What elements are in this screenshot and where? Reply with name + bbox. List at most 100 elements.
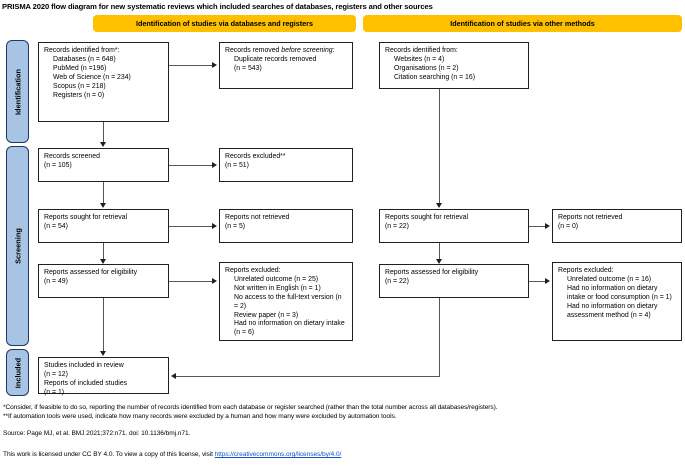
connector-identified-to-screened <box>103 122 104 142</box>
arrowhead-right <box>212 222 217 229</box>
arrowhead-down <box>435 203 442 208</box>
box-records-excluded: Records excluded** (n = 51) <box>219 148 353 182</box>
connector-other-assessed-to-included-vertical <box>439 298 440 376</box>
box-line-2: (n = 12) <box>44 370 68 378</box>
list-item: Unrelated outcome (n = 16) <box>567 275 652 283</box>
connector-other-assessed-to-reportsexcluded <box>529 281 545 282</box>
list-item: Websites (n = 4) <box>394 55 445 63</box>
list-item: No access to the full-text version (n = … <box>234 293 342 310</box>
connector-other-sought-to-assessed <box>439 243 440 259</box>
connector-identified-to-removed <box>169 65 212 66</box>
box-records-screened: Records screened (n = 105) <box>38 148 169 182</box>
arrowhead-right <box>545 277 550 284</box>
box-title: Reports sought for retrieval <box>44 214 128 221</box>
list-item: (n = 543) <box>234 64 262 72</box>
list-item: Not written in English (n = 1) <box>234 284 321 292</box>
connector-screened-to-excluded <box>169 165 212 166</box>
list-item: PubMed (n =196) <box>53 64 107 72</box>
license-link[interactable]: https://creativecommons.org/licenses/by/… <box>214 451 342 458</box>
box-reports-sought-retrieval-other: Reports sought for retrieval (n = 22) <box>379 209 529 243</box>
phase-label-screening: Screening <box>13 228 22 264</box>
box-title: Reports excluded: <box>225 267 281 274</box>
arrowhead-down <box>435 259 442 264</box>
box-studies-included-in-review: Studies included in review (n = 12) Repo… <box>38 357 169 396</box>
arrowhead-down <box>99 259 106 264</box>
section-header-other-methods: Identification of studies via other meth… <box>363 15 682 32</box>
footnote-license: This work is licensed under CC BY 4.0. T… <box>3 450 683 459</box>
box-line-4: (n = 1) <box>44 388 65 396</box>
box-reports-assessed-eligibility: Reports assessed for eligibility (n = 49… <box>38 264 169 298</box>
list-item: Had no information on dietary intake or … <box>567 284 672 301</box>
box-title: Records identified from*: <box>44 47 120 54</box>
box-reports-sought-retrieval: Reports sought for retrieval (n = 54) <box>38 209 169 243</box>
connector-assessed-to-included <box>103 298 104 351</box>
box-title: Records identified from: <box>385 47 458 54</box>
footnote-source: Source: Page MJ, et al. BMJ 2021;372:n71… <box>3 430 191 437</box>
box-count: (n = 22) <box>385 277 409 285</box>
box-records-identified-other-methods: Records identified from: Websites (n = 4… <box>379 42 529 89</box>
box-count: (n = 105) <box>44 161 72 169</box>
arrowhead-right <box>212 61 217 68</box>
phase-label-identification: Identification <box>13 68 22 115</box>
arrowhead-down <box>99 203 106 208</box>
connector-assessed-to-reportsexcluded <box>169 281 212 282</box>
box-title: Reports sought for retrieval <box>385 214 469 221</box>
connector-sought-to-assessed <box>103 243 104 259</box>
arrowhead-right <box>545 222 550 229</box>
list-item: Review paper (n = 3) <box>234 311 299 319</box>
box-line-3: Reports of included studies <box>44 379 128 387</box>
list-item: Web of Science (n = 234) <box>53 73 131 81</box>
list-item: Citation searching (n = 16) <box>394 73 476 81</box>
list-item: Databases (n = 648) <box>53 55 116 63</box>
connector-other-identified-to-sought <box>439 89 440 203</box>
connector-other-sought-to-notretrieved <box>529 226 545 227</box>
phase-label-included: Included <box>13 357 22 388</box>
list-item: Had no information on dietary intake (n … <box>234 320 345 337</box>
box-title: Reports assessed for eligibility <box>44 269 138 276</box>
list-item: Scopus (n = 218) <box>53 82 106 90</box>
box-title: Reports assessed for eligibility <box>385 269 479 276</box>
box-records-identified-databases: Records identified from*: Databases (n =… <box>38 42 169 122</box>
box-reports-excluded-detail-other: Reports excluded: Unrelated outcome (n =… <box>552 262 682 341</box>
box-count: (n = 51) <box>225 161 249 169</box>
list-item: Registers (n = 0) <box>53 91 105 99</box>
box-reports-assessed-eligibility-other: Reports assessed for eligibility (n = 22… <box>379 264 529 298</box>
box-title-italic: before screening: <box>281 47 335 54</box>
box-title: Records removed before screening: <box>225 47 347 56</box>
list-item: Had no information on dietary assessment… <box>567 302 658 319</box>
box-title: Reports excluded: <box>558 267 614 274</box>
box-title: Reports not retrieved <box>558 214 623 221</box>
box-line-1: Studies included in review <box>44 362 124 369</box>
connector-other-assessed-to-included-horizontal <box>176 376 440 377</box>
phase-bar-included: Included <box>6 349 29 396</box>
arrowhead-right <box>212 277 217 284</box>
section-header-left-label: Identification of studies via databases … <box>136 19 313 28</box>
list-item: Unrelated outcome (n = 25) <box>234 275 319 283</box>
box-count: (n = 22) <box>385 222 409 230</box>
box-count: (n = 54) <box>44 222 68 230</box>
connector-screened-to-sought <box>103 182 104 203</box>
arrowhead-down <box>99 142 106 147</box>
section-header-right-label: Identification of studies via other meth… <box>450 19 595 28</box>
connector-sought-to-notretrieved <box>169 226 212 227</box>
arrowhead-left <box>171 372 176 379</box>
box-reports-excluded-detail: Reports excluded: Unrelated outcome (n =… <box>219 262 353 341</box>
section-header-databases-registers: Identification of studies via databases … <box>93 15 356 32</box>
box-count: (n = 0) <box>558 222 579 230</box>
box-title: Records excluded** <box>225 153 286 160</box>
page-title: PRISMA 2020 flow diagram for new systema… <box>2 2 433 11</box>
list-item: Duplicate records removed <box>234 55 317 63</box>
footnote-consider: *Consider, if feasible to do so, reporti… <box>3 404 498 411</box>
phase-bar-identification: Identification <box>6 40 29 143</box>
license-text: This work is licensed under CC BY 4.0. T… <box>3 451 215 458</box>
arrowhead-down <box>99 351 106 356</box>
box-count: (n = 49) <box>44 277 68 285</box>
box-count: (n = 5) <box>225 222 246 230</box>
box-title: Records screened <box>44 153 100 160</box>
box-title: Reports not retrieved <box>225 214 290 221</box>
box-reports-not-retrieved: Reports not retrieved (n = 5) <box>219 209 353 243</box>
box-reports-not-retrieved-other: Reports not retrieved (n = 0) <box>552 209 682 243</box>
phase-bar-screening: Screening <box>6 146 29 346</box>
list-item: Organisations (n = 2) <box>394 64 459 72</box>
footnote-automation: **If automation tools were used, indicat… <box>3 413 397 420</box>
